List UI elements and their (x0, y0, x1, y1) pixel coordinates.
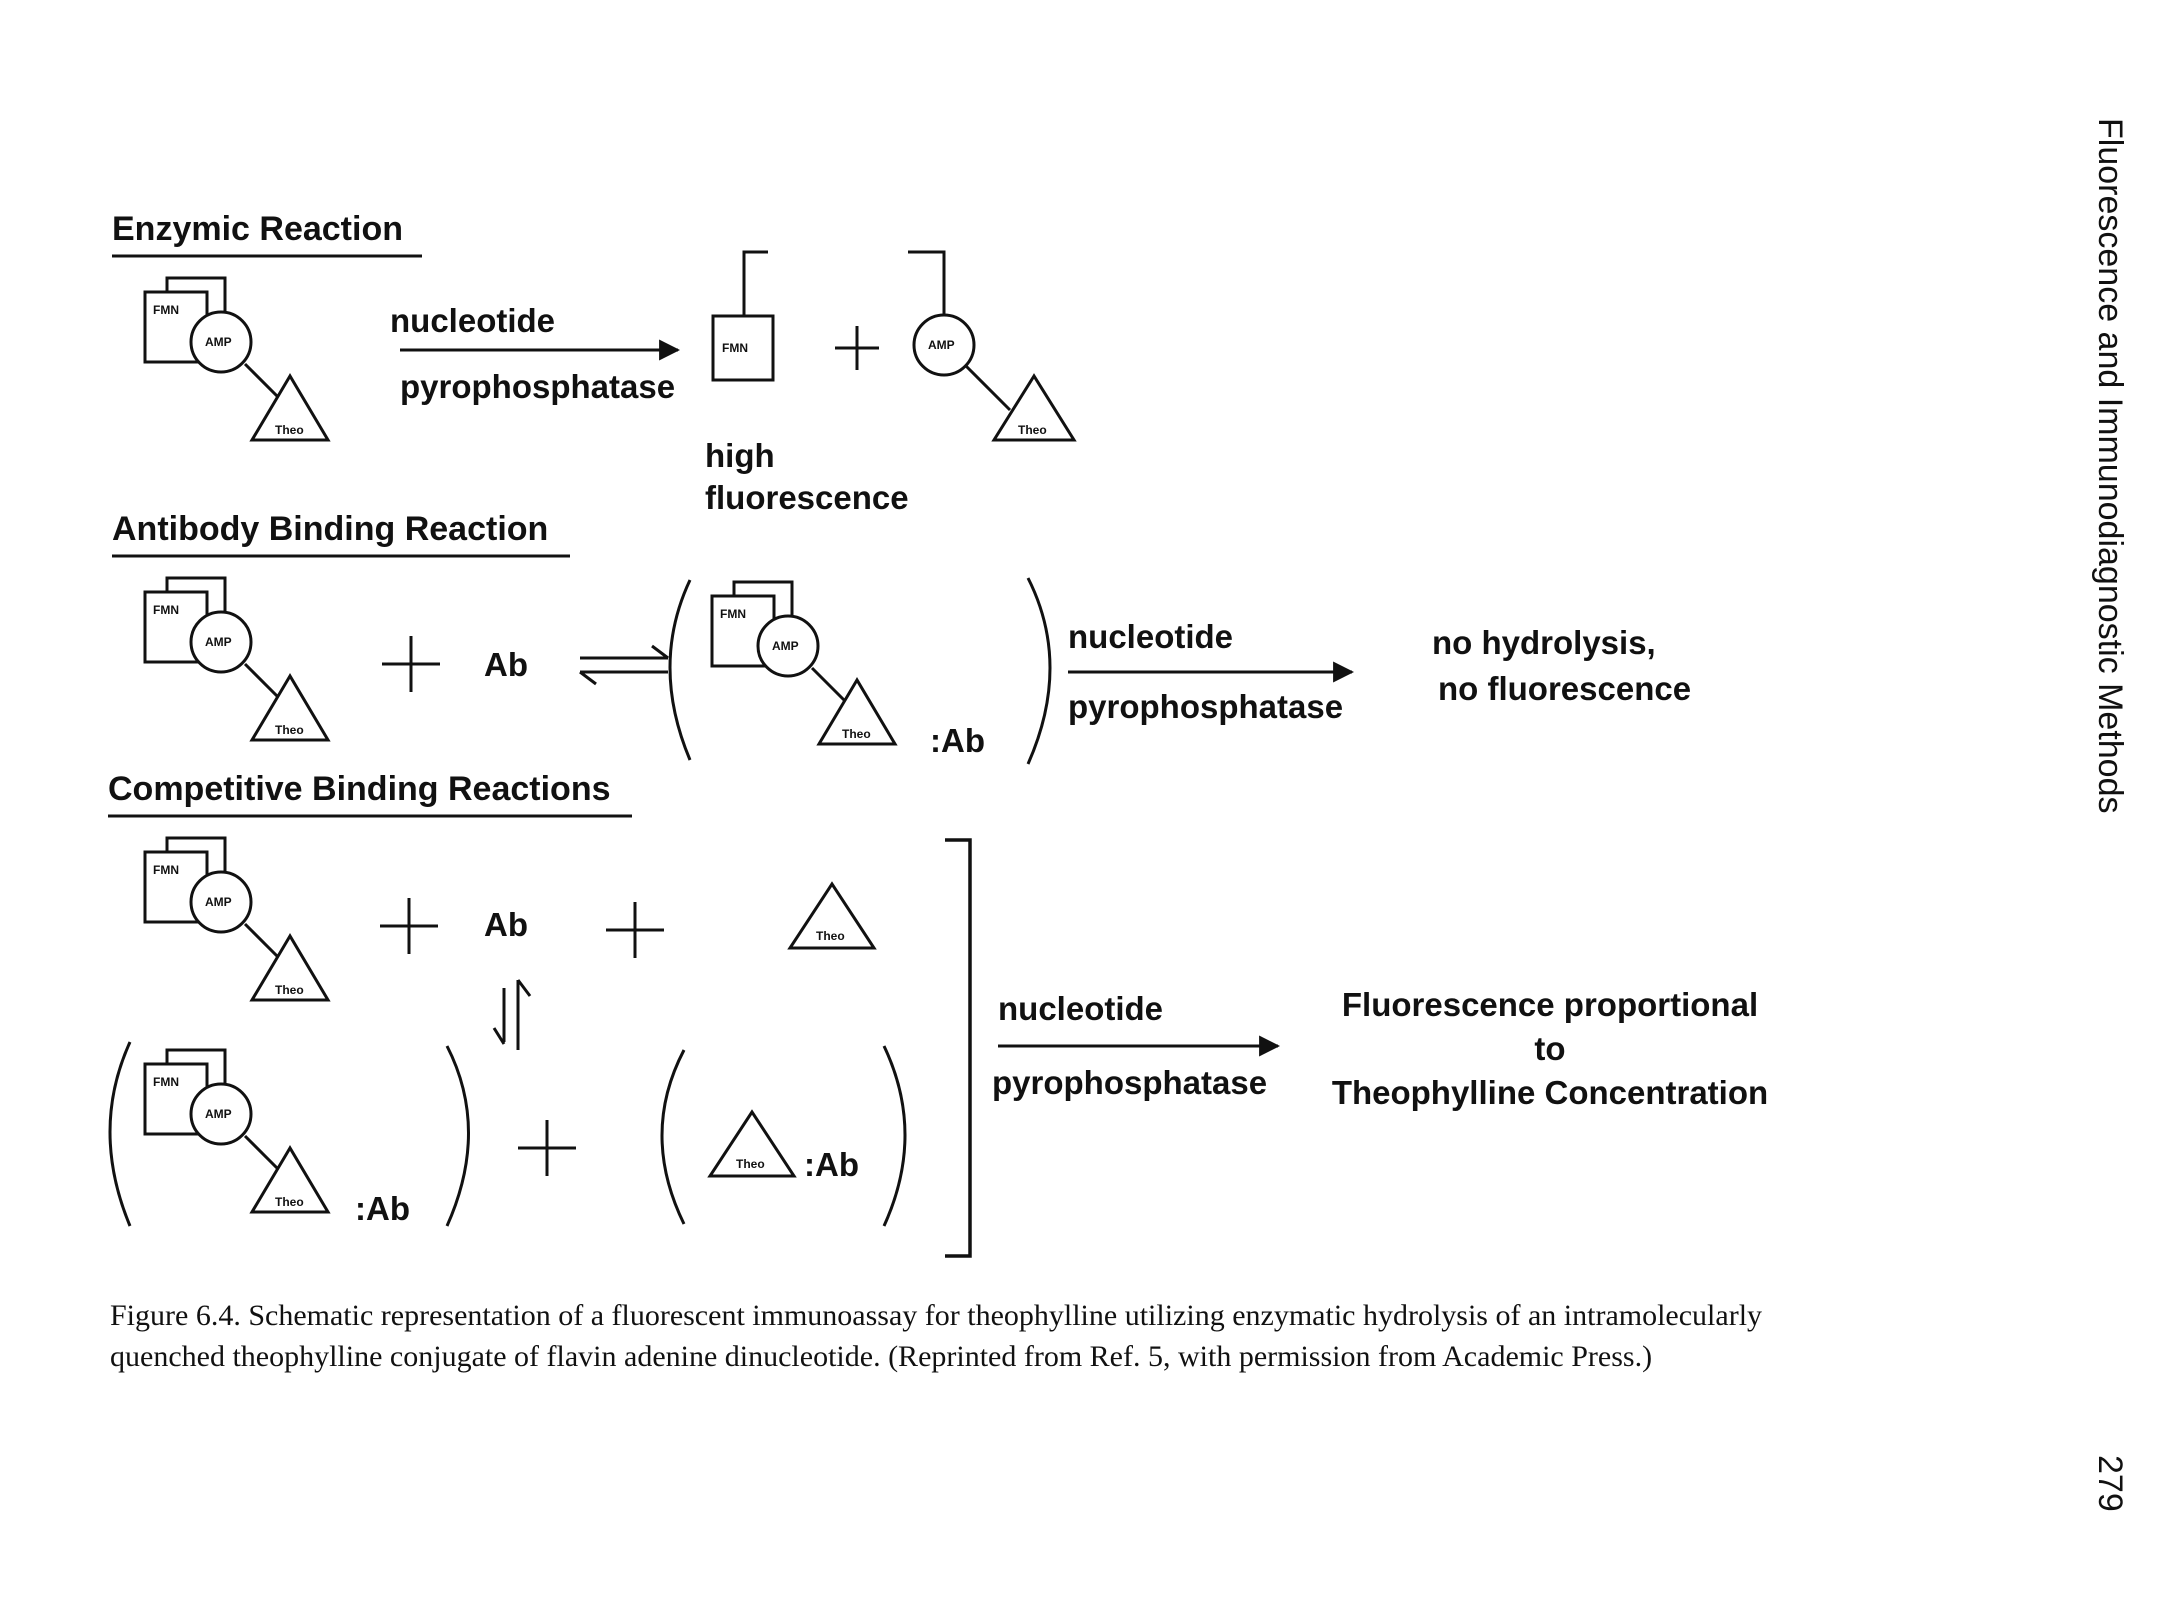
fad-theo-conjugate (143, 576, 330, 742)
square-bracket (945, 838, 972, 1258)
outcome-proportional-line3: Theophylline Concentration (1332, 1074, 1768, 1111)
open-paren (660, 1049, 686, 1225)
free-theophylline (788, 882, 876, 950)
section-title-competitive: Competitive Binding Reactions (108, 770, 611, 808)
plus-sign (518, 1120, 576, 1176)
close-paren (445, 1045, 470, 1227)
antibody-label: Ab (484, 906, 528, 943)
equilibrium-arrows-vertical (492, 979, 532, 1050)
fad-theo-conjugate (143, 836, 330, 1002)
fad-theo-conjugate (143, 276, 330, 442)
complex-ab-label: :Ab (355, 1190, 410, 1227)
antibody-complex (710, 580, 897, 746)
plus-sign (382, 636, 440, 692)
close-paren (1026, 577, 1052, 765)
open-paren (108, 1041, 132, 1227)
outcome-proportional-line2: to (1534, 1030, 1565, 1067)
complex-ab-label: :Ab (804, 1146, 859, 1183)
enzyme-label-bottom: pyrophosphatase (1068, 688, 1343, 725)
outcome-none-line1: no hydrolysis, (1432, 624, 1656, 661)
enzyme-label-top: nucleotide (1068, 618, 1233, 655)
amp-theo-product: AMP Theo (908, 250, 1077, 442)
enzyme-label-top: nucleotide (390, 302, 555, 339)
plus-sign (835, 326, 879, 370)
enzyme-label-bottom: pyrophosphatase (400, 368, 675, 405)
equilibrium-arrows (579, 644, 669, 686)
open-paren (668, 579, 692, 761)
outcome-none-line2: no fluorescence (1438, 670, 1691, 707)
page-number: 279 (2091, 1455, 2129, 1512)
close-paren (882, 1045, 907, 1227)
antibody-label: Ab (484, 646, 528, 683)
amp-label: AMP (928, 338, 955, 352)
antibody-complex (143, 1048, 330, 1214)
fmn-product: FMN (711, 250, 775, 382)
section-title-antibody: Antibody Binding Reaction (112, 510, 548, 548)
plus-sign (380, 898, 438, 954)
outcome-proportional-line1: Fluorescence proportional (1342, 986, 1758, 1023)
theo-label: Theo (1018, 423, 1047, 437)
immunoassay-scheme: FMN AMP Theo Theo Enzymic Reaction nucle… (108, 210, 1768, 1258)
running-head: Fluorescence and Immunodiagnostic Method… (2091, 118, 2129, 814)
fmn-label: FMN (722, 341, 748, 355)
theophylline-antibody-complex (708, 1110, 796, 1178)
section-title-enzymic: Enzymic Reaction (112, 210, 403, 248)
enzyme-label-top: nucleotide (998, 990, 1163, 1027)
complex-ab-label: :Ab (930, 722, 985, 759)
enzyme-label-bottom: pyrophosphatase (992, 1064, 1267, 1101)
outcome-high-line2: fluorescence (705, 479, 909, 516)
figure-caption: Figure 6.4. Schematic representation of … (110, 1299, 1763, 1373)
outcome-high-line1: high (705, 437, 775, 474)
plus-sign (606, 902, 664, 958)
